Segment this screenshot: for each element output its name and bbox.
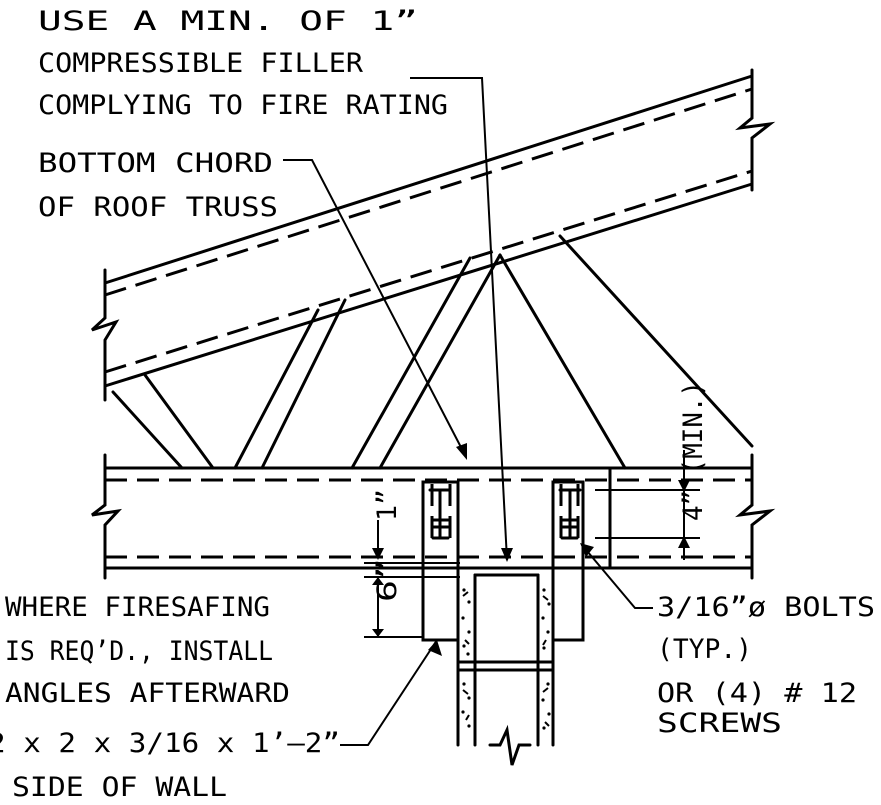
note-filler-line-3: COMPLYING TO FIRE RATING: [38, 90, 448, 121]
note-chord-line-2: OF ROOF TRUSS: [38, 192, 278, 223]
right-angle: [551, 480, 585, 642]
note-filler-line-2: COMPRESSIBLE FILLER: [38, 48, 364, 79]
left-angle: [421, 480, 460, 642]
note-bolts-line-3: OR (4) # 12: [657, 678, 857, 709]
leader-lines: [283, 77, 653, 746]
note-filler-line-1: USE A MIN. OF 1”: [38, 6, 418, 37]
note-bottom-chord: BOTTOM CHORD OF ROOF TRUSS: [38, 148, 278, 223]
dimension-one-inch: [364, 520, 460, 578]
note-bolts-line-1: 3/16”ø BOLTS: [657, 592, 875, 623]
insulation-hatch: [461, 588, 551, 730]
note-angle-line-1: 2 x 2 x 3/16 x 1’–2”: [0, 728, 340, 759]
top-chord: [90, 68, 776, 402]
note-firesafing-line-1: WHERE FIRESAFING: [5, 592, 270, 623]
bottom-chord: [91, 453, 776, 580]
note-filler: USE A MIN. OF 1” COMPRESSIBLE FILLER COM…: [38, 6, 448, 121]
dimension-four-inch: [595, 450, 700, 560]
note-bolts-line-2: (TYP.): [657, 634, 752, 665]
note-chord-line-1: BOTTOM CHORD: [38, 148, 273, 179]
dimension-one-inch-label: 1”: [372, 489, 403, 521]
note-firesafing-line-2: IS REQ’D., INSTALL: [5, 636, 273, 667]
dimension-four-inch-label: 4” (MIN.): [678, 381, 709, 521]
note-bolts: 3/16”ø BOLTS (TYP.) OR (4) # 12 SCREWS: [657, 592, 875, 739]
note-firesafing-line-3: ANGLES AFTERWARD: [5, 678, 290, 709]
note-firesafing: WHERE FIRESAFING IS REQ’D., INSTALL ANGL…: [5, 592, 290, 709]
note-angle-line-2: SIDE OF WALL: [12, 772, 227, 803]
stud-wall: [456, 566, 555, 766]
dimension-six-inch: [364, 577, 423, 638]
dimension-six-inch-label: 6”: [372, 558, 403, 602]
note-bolts-line-4: SCREWS: [657, 708, 782, 739]
note-angle: 2 x 2 x 3/16 x 1’–2” SIDE OF WALL: [0, 728, 340, 803]
web-members: [111, 234, 754, 470]
